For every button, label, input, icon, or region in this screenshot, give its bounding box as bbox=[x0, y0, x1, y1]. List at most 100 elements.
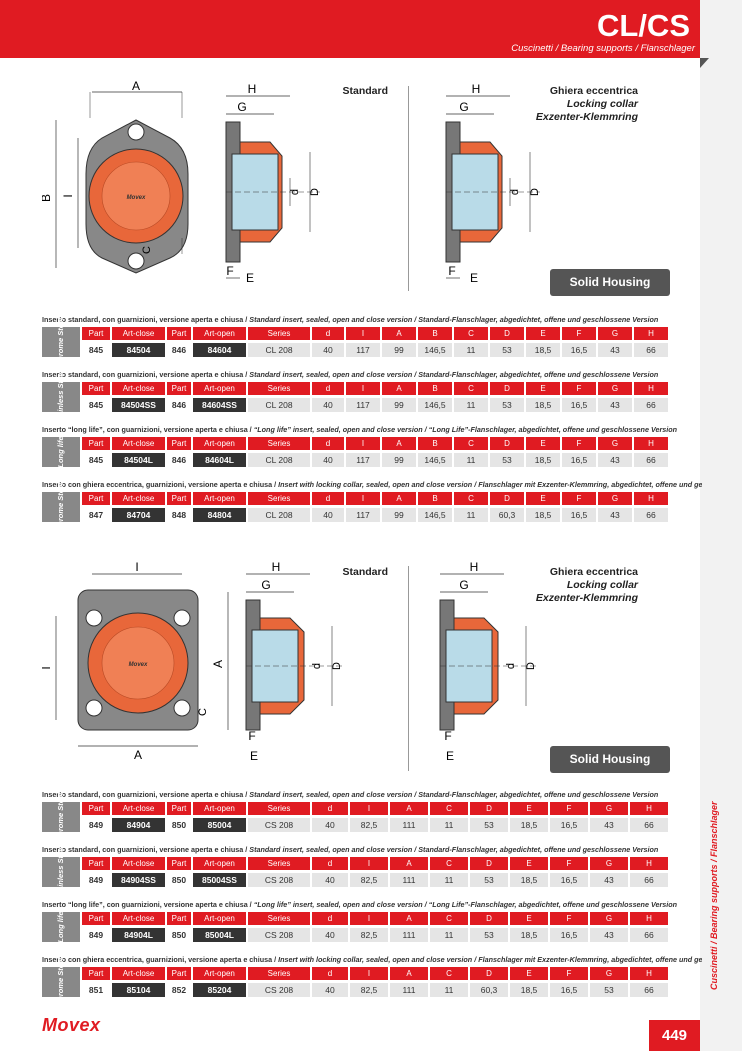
table-cell: 82,5 bbox=[350, 873, 388, 887]
table-cell: 845 bbox=[82, 453, 110, 467]
column-header: H bbox=[634, 492, 668, 505]
column-header: C bbox=[430, 857, 468, 870]
column-header: A bbox=[382, 437, 416, 450]
material-tag: Stainless Steel bbox=[42, 371, 80, 423]
table-cell: 852 bbox=[167, 983, 191, 997]
table-cell: 849 bbox=[82, 818, 110, 832]
table-cell: 40 bbox=[312, 343, 344, 357]
table-cell: 11 bbox=[454, 508, 488, 522]
column-header: Art-open bbox=[193, 802, 246, 815]
column-header: Art-close bbox=[112, 802, 165, 815]
table-cell: CS 208 bbox=[248, 818, 310, 832]
column-header: Art-close bbox=[112, 382, 165, 395]
column-header: F bbox=[562, 492, 596, 505]
page-subtitle: Cuscinetti / Bearing supports / Flanschl… bbox=[511, 43, 695, 54]
table-caption: Inserto standard, con guarnizioni, versi… bbox=[42, 370, 659, 379]
table-cell: 16,5 bbox=[550, 983, 588, 997]
table-cell: 11 bbox=[430, 818, 468, 832]
column-header: d bbox=[312, 967, 348, 980]
column-header: B bbox=[418, 492, 452, 505]
column-header: C bbox=[454, 492, 488, 505]
table-cell: CS 208 bbox=[248, 928, 310, 942]
dim-label-h: H bbox=[472, 82, 481, 96]
table-cell: 40 bbox=[312, 398, 344, 412]
column-header: Part bbox=[167, 857, 191, 870]
table-cell: 117 bbox=[346, 343, 380, 357]
column-header: Part bbox=[167, 437, 191, 450]
column-header: A bbox=[382, 327, 416, 340]
header-bar bbox=[0, 0, 700, 58]
column-header: G bbox=[598, 492, 632, 505]
column-header: Art-close bbox=[112, 912, 165, 925]
column-header: Part bbox=[82, 382, 110, 395]
column-header: I bbox=[346, 382, 380, 395]
table-cell: 53 bbox=[470, 928, 508, 942]
column-header: C bbox=[430, 912, 468, 925]
dim-label-e: E bbox=[446, 749, 454, 763]
column-header: B bbox=[418, 327, 452, 340]
table-cell: 66 bbox=[634, 398, 668, 412]
table-cell: 11 bbox=[430, 873, 468, 887]
table-cell: 40 bbox=[312, 453, 344, 467]
dim-label-f: F bbox=[448, 264, 455, 278]
column-header: A bbox=[390, 912, 428, 925]
column-header: G bbox=[598, 327, 632, 340]
column-header: I bbox=[350, 802, 388, 815]
table-cell: 111 bbox=[390, 983, 428, 997]
dim-label-a: A bbox=[132, 79, 140, 93]
table-cell: 849 bbox=[82, 873, 110, 887]
column-header: B bbox=[418, 382, 452, 395]
column-header: E bbox=[526, 492, 560, 505]
page-title: CL/CS bbox=[597, 8, 690, 43]
column-header: F bbox=[550, 857, 588, 870]
column-header: Part bbox=[167, 967, 191, 980]
table-cell: 84904L bbox=[112, 928, 165, 942]
column-header: G bbox=[590, 802, 628, 815]
table-cell: 84504SS bbox=[112, 398, 165, 412]
column-header: H bbox=[634, 382, 668, 395]
column-header: H bbox=[634, 327, 668, 340]
table-cell: 40 bbox=[312, 928, 348, 942]
table-cell: 11 bbox=[454, 343, 488, 357]
dim-label-D: D bbox=[525, 662, 537, 670]
table-cell: 84704 bbox=[112, 508, 165, 522]
column-header: E bbox=[510, 857, 548, 870]
dim-label-a: A bbox=[211, 660, 225, 668]
column-header: Art-close bbox=[112, 492, 165, 505]
column-header: Art-open bbox=[193, 437, 246, 450]
table-cell: 11 bbox=[430, 983, 468, 997]
table-cell: 117 bbox=[346, 453, 380, 467]
table-cell: 43 bbox=[598, 343, 632, 357]
table-cell: 84604L bbox=[193, 453, 246, 467]
label-standard-cl: Standard bbox=[342, 85, 388, 97]
dim-label-i: I bbox=[135, 560, 138, 574]
table-cell: 85004SS bbox=[193, 873, 246, 887]
material-tag: Chrome Steel bbox=[42, 793, 80, 841]
dim-label-c: C bbox=[197, 708, 209, 716]
table-cell: 84604SS bbox=[193, 398, 246, 412]
column-header: A bbox=[390, 857, 428, 870]
table-cell: 16,5 bbox=[550, 873, 588, 887]
column-header: d bbox=[312, 327, 344, 340]
table-cell: 53 bbox=[490, 453, 524, 467]
table-cell: 18,5 bbox=[526, 508, 560, 522]
table-cell: 66 bbox=[630, 983, 668, 997]
column-header: Part bbox=[82, 967, 110, 980]
solid-housing-badge-cl: Solid Housing bbox=[550, 269, 670, 296]
table-cell: 117 bbox=[346, 398, 380, 412]
column-header: H bbox=[634, 437, 668, 450]
table-cell: 84904 bbox=[112, 818, 165, 832]
column-header: Art-open bbox=[193, 492, 246, 505]
table-cell: 66 bbox=[630, 818, 668, 832]
table-cell: 18,5 bbox=[510, 873, 548, 887]
column-header: C bbox=[454, 327, 488, 340]
column-header: Series bbox=[248, 912, 310, 925]
table-cell: 53 bbox=[590, 983, 628, 997]
table-cell: 85004L bbox=[193, 928, 246, 942]
